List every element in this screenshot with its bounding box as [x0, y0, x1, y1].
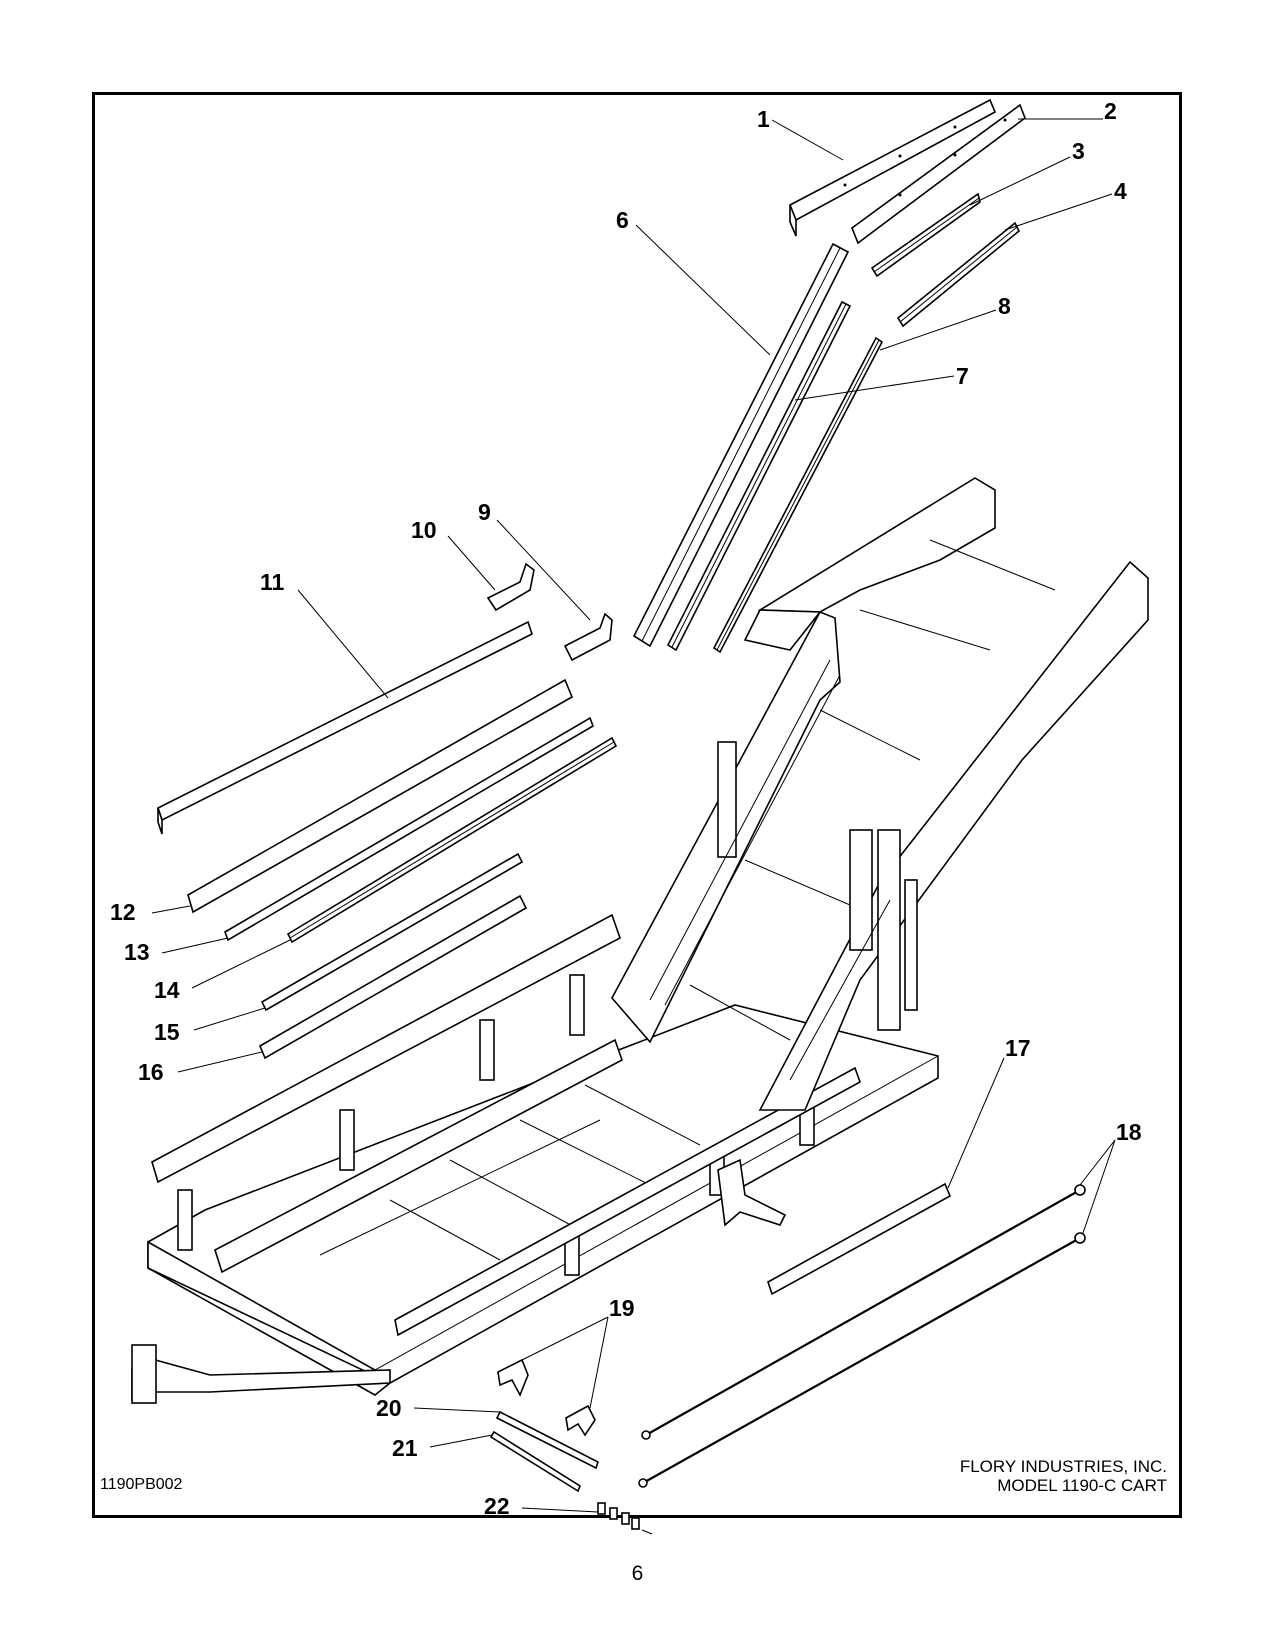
part-9-bracket: [563, 612, 613, 662]
cart-frame: [131, 913, 939, 1404]
callout-20: 20: [376, 1395, 402, 1421]
callout-17: 17: [1005, 1035, 1031, 1061]
part-2-strip: [851, 103, 1026, 245]
callout-10: 10: [411, 517, 437, 543]
company-name: FLORY INDUSTRIES, INC.: [959, 1457, 1167, 1476]
callout-14: 14: [154, 977, 180, 1003]
callout-4: 4: [1114, 178, 1127, 204]
part-18-rods: [638, 1184, 1086, 1488]
part-3-angle: [870, 192, 981, 278]
title-block: FLORY INDUSTRIES, INC. MODEL 1190-C CART: [960, 1457, 1167, 1495]
part-17-strip: [767, 1182, 952, 1296]
page-number: 6: [631, 1562, 644, 1585]
part-15-rail: [260, 852, 524, 1012]
callout-18: 18: [1116, 1119, 1142, 1145]
part-7-rail: [666, 300, 852, 652]
part-16-rail: [258, 894, 528, 1060]
callout-9: 9: [478, 499, 491, 525]
callout-7: 7: [956, 363, 969, 389]
elevator-frame: [611, 477, 1149, 1111]
callout-16: 16: [138, 1059, 164, 1085]
callout-15: 15: [154, 1019, 180, 1045]
callout-3: 3: [1072, 138, 1085, 164]
callout-22: 22: [484, 1493, 510, 1519]
part-14-rail: [286, 736, 618, 944]
part-10-bracket: [486, 562, 535, 612]
part-12-rail: [187, 678, 574, 914]
drawing-id: 1190PB002: [100, 1476, 183, 1493]
callout-2: 2: [1104, 98, 1117, 124]
callout-12: 12: [110, 899, 136, 925]
callout-11: 11: [260, 569, 285, 595]
part-4-angle: [896, 221, 1021, 328]
callout-21: 21: [392, 1435, 418, 1461]
part-11-rail: [157, 620, 533, 835]
part-20-strip: [495, 1410, 599, 1470]
model-name: MODEL 1190-C CART: [997, 1476, 1167, 1495]
part-21-strip: [489, 1430, 581, 1493]
leader-lines: [151, 118, 1116, 1513]
callout-numbers: 1 2 3 4 6 8 7 9 10 11 12 13 14 15 16 17 …: [110, 98, 1142, 1519]
part-6-rail: [632, 242, 850, 648]
part-22-hardware: [597, 1502, 653, 1535]
callout-19: 19: [609, 1295, 635, 1321]
callout-8: 8: [998, 293, 1011, 319]
part-13-rail: [224, 716, 594, 942]
part-1-strip: [788, 98, 997, 237]
drawing-border: [92, 92, 1182, 1518]
callout-13: 13: [124, 939, 150, 965]
callout-6: 6: [616, 207, 629, 233]
callout-1: 1: [757, 106, 770, 132]
